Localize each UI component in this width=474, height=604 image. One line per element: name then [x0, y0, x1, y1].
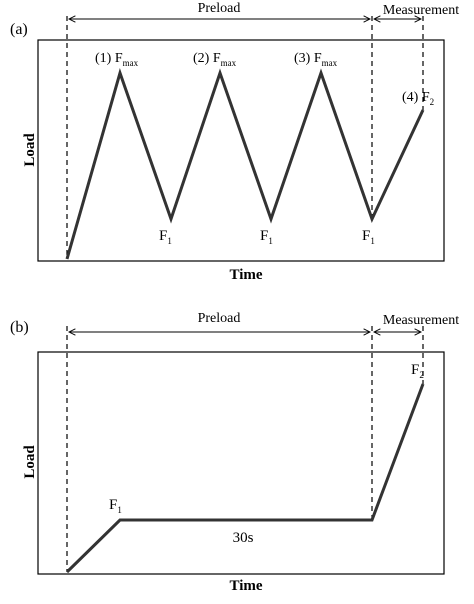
- panel-a: (a) Preload Measurement (1) Fmax (2) Fma…: [10, 1, 459, 283]
- panel-a-trough-3-label: F1: [362, 228, 375, 246]
- panel-b-y-axis-label: Load: [22, 445, 38, 479]
- panel-b-f2-label: F2: [411, 362, 424, 380]
- panel-b: (b) Preload Measurement F1 F2 30s Load T…: [10, 311, 459, 594]
- panel-b-x-axis-label: Time: [229, 578, 262, 594]
- panel-a-peak-3-label: (3) Fmax: [294, 51, 338, 68]
- panel-a-y-axis-label: Load: [22, 133, 38, 167]
- panel-b-f1-label: F1: [109, 497, 122, 515]
- panel-a-x-axis-label: Time: [229, 267, 262, 283]
- panel-a-peak-1-label: (1) Fmax: [95, 51, 139, 68]
- panel-b-hold-label: 30s: [233, 530, 254, 546]
- panel-b-plot-frame: [37, 351, 445, 575]
- panel-a-final-label: (4) F2: [402, 90, 434, 107]
- panel-a-label: (a): [10, 21, 28, 38]
- panel-b-measurement-label: Measurement: [383, 313, 459, 328]
- panel-b-load-curve: [65, 383, 425, 574]
- panel-a-trough-1-label: F1: [159, 228, 172, 246]
- panel-a-load-curve: [65, 68, 425, 260]
- panel-a-measurement-label: Measurement: [383, 3, 459, 18]
- panel-b-preload-label: Preload: [198, 311, 241, 326]
- panel-b-label: (b): [10, 319, 29, 336]
- panel-a-peak-2-label: (2) Fmax: [193, 51, 237, 68]
- panel-a-plot-frame: [37, 39, 445, 262]
- panel-a-trough-2-label: F1: [260, 228, 273, 246]
- panel-a-preload-label: Preload: [198, 1, 241, 16]
